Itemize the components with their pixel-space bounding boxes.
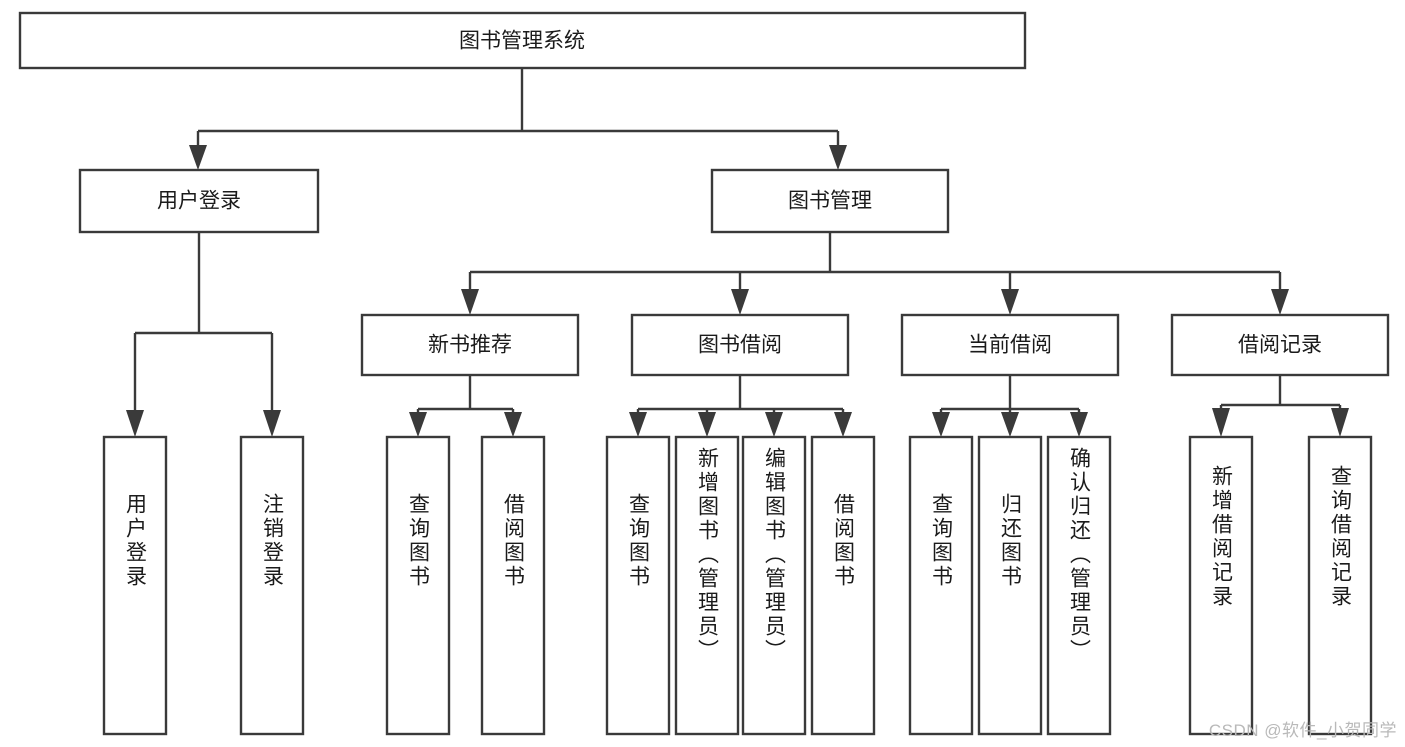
leaf-node[interactable] — [480, 435, 546, 736]
node-borrow-record[interactable]: 借阅记录 — [1170, 313, 1390, 377]
connector-bookborrow-to-leaves — [629, 375, 852, 437]
arrow-head-icon — [1070, 412, 1088, 437]
arrow-head-icon — [1271, 289, 1289, 315]
arrow-head-icon — [504, 412, 522, 437]
arrow-head-icon — [126, 410, 144, 437]
leaf-node[interactable] — [977, 435, 1043, 736]
arrow-head-icon — [1212, 408, 1230, 437]
leaf-node[interactable] — [810, 435, 876, 736]
arrow-head-icon — [829, 145, 847, 170]
arrow-head-icon — [731, 289, 749, 315]
arrow-head-icon — [409, 412, 427, 437]
node-root[interactable]: 图书管理系统 — [18, 11, 1027, 70]
leaf-node[interactable] — [674, 435, 740, 736]
arrow-head-icon — [834, 412, 852, 437]
arrow-head-icon — [932, 412, 950, 437]
watermark: CSDN @软件_小贺同学 — [1208, 721, 1397, 740]
node-current-borrow[interactable]: 当前借阅 — [900, 313, 1120, 377]
arrow-head-icon — [629, 412, 647, 437]
arrow-head-icon — [1001, 289, 1019, 315]
node-current-borrow-label: 当前借阅 — [968, 334, 1052, 357]
connector-borrowrecord-to-leaves — [1212, 375, 1349, 437]
leaf-node[interactable] — [1188, 435, 1254, 736]
node-new-book-recommend-label: 新书推荐 — [428, 334, 512, 357]
node-root-label: 图书管理系统 — [459, 30, 585, 53]
leaf-node[interactable] — [239, 435, 305, 736]
connector-bookmgmt-to-level3 — [461, 232, 1289, 315]
connector-userlogin-to-leaves — [126, 232, 281, 437]
leaf-node[interactable] — [1307, 435, 1373, 736]
arrow-head-icon — [765, 412, 783, 437]
arrow-head-icon — [1331, 408, 1349, 437]
node-book-management[interactable]: 图书管理 — [710, 168, 950, 234]
leaf-node[interactable] — [102, 435, 168, 736]
node-book-borrow-label: 图书借阅 — [698, 334, 782, 357]
arrow-head-icon — [461, 289, 479, 315]
arrow-head-icon — [189, 145, 207, 170]
arrow-head-icon — [1001, 412, 1019, 437]
connector-newbook-to-leaves — [409, 375, 522, 437]
node-user-login[interactable]: 用户登录 — [78, 168, 320, 234]
arrow-head-icon — [698, 412, 716, 437]
arrow-head-icon — [263, 410, 281, 437]
leaf-node[interactable] — [741, 435, 807, 736]
node-new-book-recommend[interactable]: 新书推荐 — [360, 313, 580, 377]
connector-currentborrow-to-leaves — [932, 375, 1088, 437]
leaf-node[interactable] — [605, 435, 671, 736]
leaf-node[interactable] — [1046, 435, 1112, 736]
node-borrow-record-label: 借阅记录 — [1238, 334, 1322, 357]
node-book-borrow[interactable]: 图书借阅 — [630, 313, 850, 377]
node-user-login-label: 用户登录 — [157, 190, 241, 213]
node-book-management-label: 图书管理 — [788, 190, 872, 213]
leaf-node[interactable] — [385, 435, 451, 736]
leaf-node[interactable] — [908, 435, 974, 736]
connector-root-to-level2 — [189, 68, 847, 170]
